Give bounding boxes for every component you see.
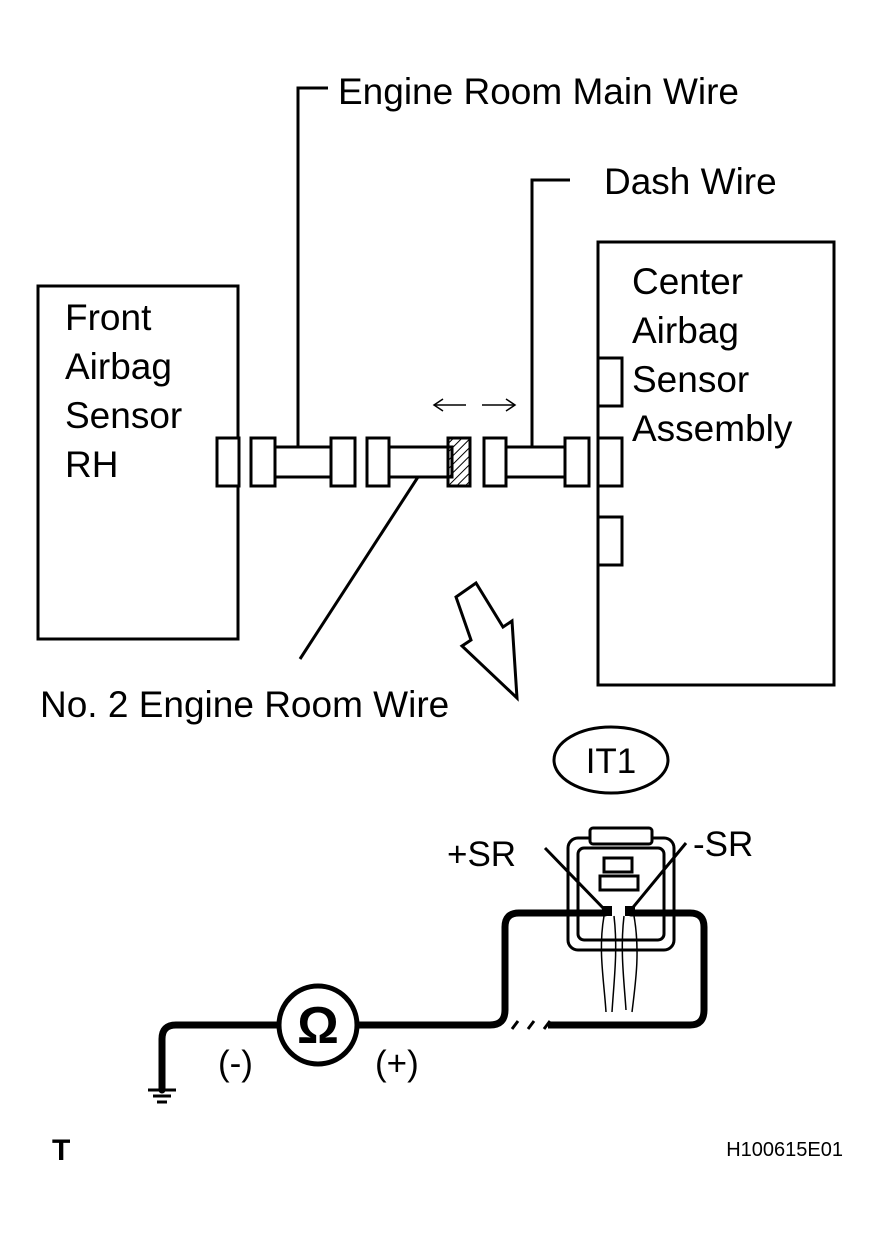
no2-engine-room-wire-label: No. 2 Engine Room Wire	[40, 684, 449, 725]
pin-minus-sr-label: -SR	[693, 825, 753, 864]
front-sensor-label-line2: Airbag	[65, 346, 172, 387]
view-arrow-icon	[454, 580, 519, 702]
center-sensor-label-line3: Sensor	[632, 359, 749, 400]
connector-id-badge: IT1	[552, 725, 670, 795]
center-sensor-connector-middle	[596, 436, 624, 488]
meter-positive-label: (+)	[375, 1044, 419, 1083]
center-sensor-label-line2: Airbag	[632, 310, 739, 351]
dash-wire-harness: Dash Wire	[482, 161, 777, 488]
test-lead-positive-return	[544, 909, 708, 1029]
ohmmeter-icon: Ω	[276, 983, 360, 1067]
disconnected-connector-hatched	[446, 436, 472, 488]
connector-it1-front-view: +SR -SR	[447, 825, 753, 1013]
corner-letter: T	[52, 1134, 70, 1167]
front-sensor-label-line3: Sensor	[65, 395, 182, 436]
center-sensor-connector-bottom	[596, 515, 624, 567]
connector-id-label: IT1	[586, 742, 637, 781]
front-sensor-label-line1: Front	[65, 297, 152, 338]
center-airbag-sensor-assembly: Center Airbag Sensor Assembly	[596, 240, 836, 687]
engine-room-main-wire-harness: Engine Room Main Wire	[249, 71, 739, 488]
test-lead-negative	[158, 1021, 284, 1094]
dash-wire-label: Dash Wire	[604, 161, 777, 202]
center-sensor-label-line1: Center	[632, 261, 743, 302]
pin-plus-sr-label: +SR	[447, 835, 516, 874]
figure-code: H100615E01	[726, 1139, 843, 1161]
front-airbag-sensor-rh: Front Airbag Sensor RH	[36, 284, 241, 641]
front-sensor-label-line4: RH	[65, 444, 118, 485]
ohmmeter-circuit: Ω (-) (+)	[148, 909, 708, 1104]
no2-engine-room-wire-harness: No. 2 Engine Room Wire	[40, 436, 472, 725]
front-sensor-connector	[215, 436, 241, 488]
test-lead-positive	[352, 909, 609, 1029]
disconnect-arrows-icon	[432, 398, 517, 412]
center-sensor-label-line4: Assembly	[632, 408, 793, 449]
ohm-symbol: Ω	[297, 997, 339, 1055]
ground-icon	[148, 1088, 176, 1104]
engine-room-main-wire-label: Engine Room Main Wire	[338, 71, 739, 112]
center-sensor-connector-top	[596, 356, 624, 408]
meter-negative-label: (-)	[218, 1044, 253, 1083]
